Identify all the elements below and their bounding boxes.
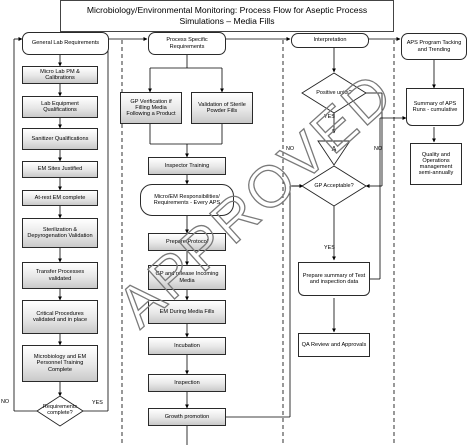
chart-title: Microbiology/Environmental Monitoring: P… (60, 0, 394, 32)
lane-header-process-specific: Process Specific Requirements (148, 32, 226, 55)
no-label-positive-right: NO (374, 146, 383, 152)
step-gp-release-media: GP and release Incoming Media (148, 265, 226, 290)
title-line-2: Simulations – Media Fills (179, 16, 275, 26)
yes-label-positive: YES (324, 114, 335, 120)
positive-units-decision-shape (301, 72, 367, 114)
step-summary-aps-runs: Summary of APS Runs - cumulative (406, 88, 464, 126)
step-at-rest-em: At-rest EM complete (22, 190, 98, 206)
lane-header-interpretation: Interpretation (291, 33, 369, 48)
step-em-during-media-fills: EM During Media Fills (148, 300, 226, 324)
step-lab-equipment-qualifications: Lab Equipment Qualifications (22, 96, 98, 118)
yes-label-requirements: YES (92, 400, 103, 406)
step-prepare-protocol: Prepare Protocol (148, 233, 226, 251)
step-sterilization-depyrogenation: Sterilization & Depyrogenation Validatio… (22, 218, 98, 248)
connector-a-label: A (331, 146, 337, 153)
step-inspector-training: Inspector Training (148, 157, 226, 175)
lane-header-general-lab: General Lab Requirements (22, 32, 109, 55)
gp-acceptable-decision-shape (301, 165, 367, 207)
gp-acceptable-label: GP Acceptable? (314, 183, 354, 189)
step-incubation: Incubation (148, 337, 226, 355)
step-gp-verification: GP Verification if Filling Media Followi… (120, 92, 182, 124)
requirements-decision-label: Requirements complete? (42, 404, 78, 417)
step-personnel-training: Microbiology and EM Personnel Training C… (22, 345, 98, 382)
step-micro-em-responsibilities: Micro/EM Responsibilities/ Requirements … (140, 184, 234, 216)
step-growth-promotion: Growth promotion (148, 408, 226, 426)
step-em-sites-justified: EM Sites Justified (22, 161, 98, 178)
step-sanitizer-qualifications: Sanitizer Qualifications (22, 128, 98, 150)
no-label-requirements: NO (1, 399, 10, 405)
step-validation-sterile-powder: Validation of Sterile Powder Fills (191, 92, 253, 124)
lane-header-aps-program: APS Program Tacking and Trending (401, 33, 467, 60)
step-quality-operations-management: Quality and Operations management semi-a… (410, 143, 462, 185)
yes-label-gp: YES (324, 245, 335, 251)
positive-units-label: Positive units? (316, 90, 352, 96)
step-critical-procedures: Critical Procedures validated and in pla… (22, 300, 98, 334)
step-transfer-processes: Transfer Processes validated (22, 262, 98, 289)
step-prepare-summary: Prepare summary of Test and inspection d… (298, 262, 370, 296)
title-line-1: Microbiology/Environmental Monitoring: P… (86, 5, 368, 16)
step-qa-review: QA Review and Approvals (298, 333, 370, 357)
connector-a-shape (317, 140, 351, 166)
no-label-positive-left: NO (286, 146, 295, 152)
requirements-decision-shape (36, 395, 84, 427)
step-micro-lab-pm: Micro Lab PM & Calibrations (22, 66, 98, 84)
step-inspection: Inspection (148, 374, 226, 392)
